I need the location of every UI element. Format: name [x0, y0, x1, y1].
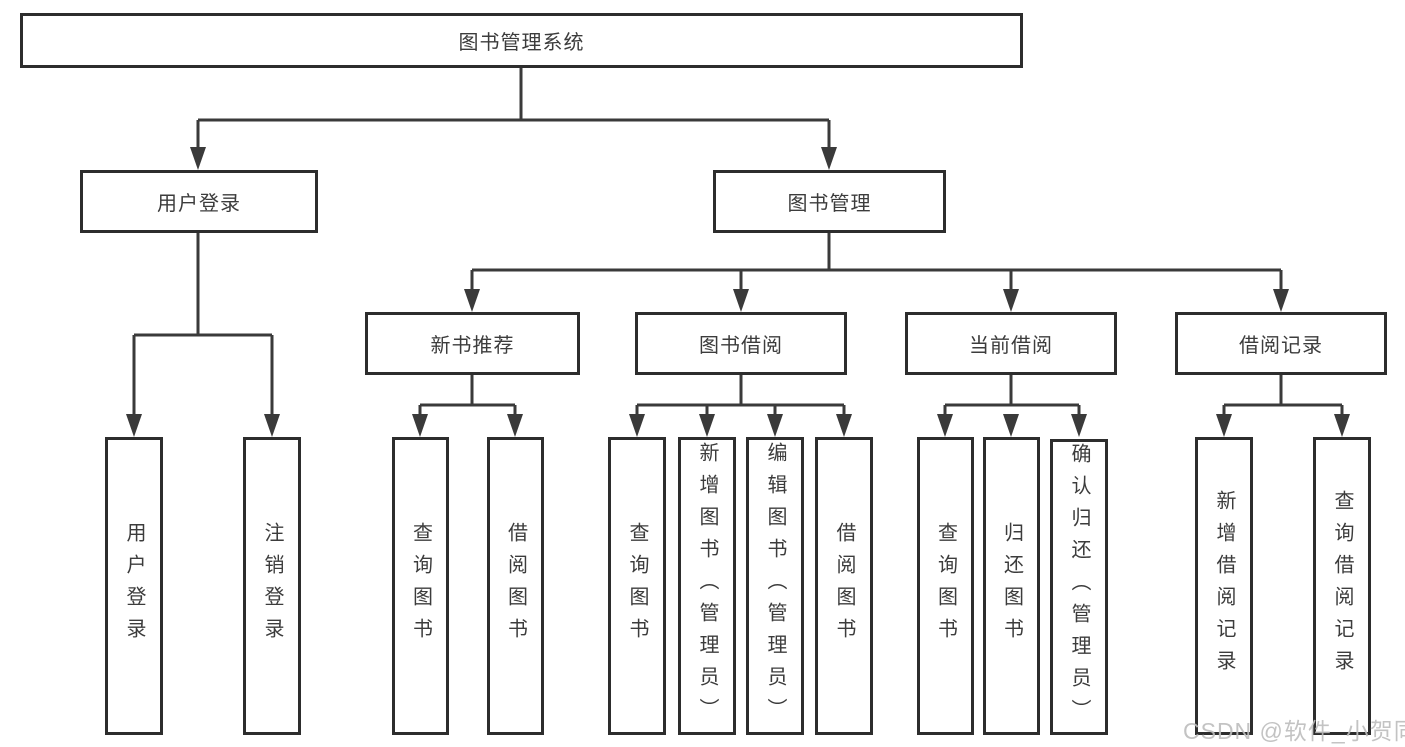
node-book-borrow: 图书借阅 [635, 312, 847, 375]
arrowhead-down-icon [767, 414, 783, 437]
arrowhead-down-icon [1273, 289, 1289, 312]
arrowhead-down-icon [190, 147, 206, 170]
arrowhead-down-icon [629, 414, 645, 437]
arrowhead-down-icon [126, 414, 142, 437]
leaf-query-book-borrow: 查询图书 [608, 437, 666, 735]
node-book-management: 图书管理 [713, 170, 946, 233]
leaf-user-login: 用户登录 [105, 437, 163, 735]
arrowhead-down-icon [733, 289, 749, 312]
leaf-query-book-current: 查询图书 [917, 437, 974, 735]
leaf-add-borrow-record: 新增借阅记录 [1195, 437, 1253, 735]
csdn-watermark: CSDN @软件_小贺同学 [1183, 718, 1405, 744]
node-library-management-system: 图书管理系统 [20, 13, 1023, 68]
arrowhead-down-icon [1003, 414, 1019, 437]
node-new-book-recommend: 新书推荐 [365, 312, 580, 375]
leaf-confirm-return-admin: 确认归还（管理员） [1050, 439, 1108, 735]
leaf-edit-book-admin: 编辑图书（管理员） [746, 437, 804, 735]
leaf-borrow-book: 借阅图书 [815, 437, 873, 735]
arrowhead-down-icon [836, 414, 852, 437]
leaf-add-book-admin: 新增图书（管理员） [678, 437, 736, 735]
arrowhead-down-icon [699, 414, 715, 437]
leaf-query-borrow-record: 查询借阅记录 [1313, 437, 1371, 735]
arrowhead-down-icon [507, 414, 523, 437]
arrowhead-down-icon [821, 147, 837, 170]
leaf-query-book-recommend: 查询图书 [392, 437, 449, 735]
arrowhead-down-icon [937, 414, 953, 437]
arrowhead-down-icon [1003, 289, 1019, 312]
arrowhead-down-icon [1071, 414, 1087, 437]
arrowhead-down-icon [264, 414, 280, 437]
leaf-logout-login: 注销登录 [243, 437, 301, 735]
leaf-return-book: 归还图书 [983, 437, 1040, 735]
arrowhead-down-icon [1334, 414, 1350, 437]
arrowhead-down-icon [1216, 414, 1232, 437]
node-current-borrow: 当前借阅 [905, 312, 1117, 375]
leaf-borrow-book-recommend: 借阅图书 [487, 437, 544, 735]
arrowhead-down-icon [464, 289, 480, 312]
arrowhead-down-icon [412, 414, 428, 437]
node-user-login: 用户登录 [80, 170, 318, 233]
node-borrow-record: 借阅记录 [1175, 312, 1387, 375]
